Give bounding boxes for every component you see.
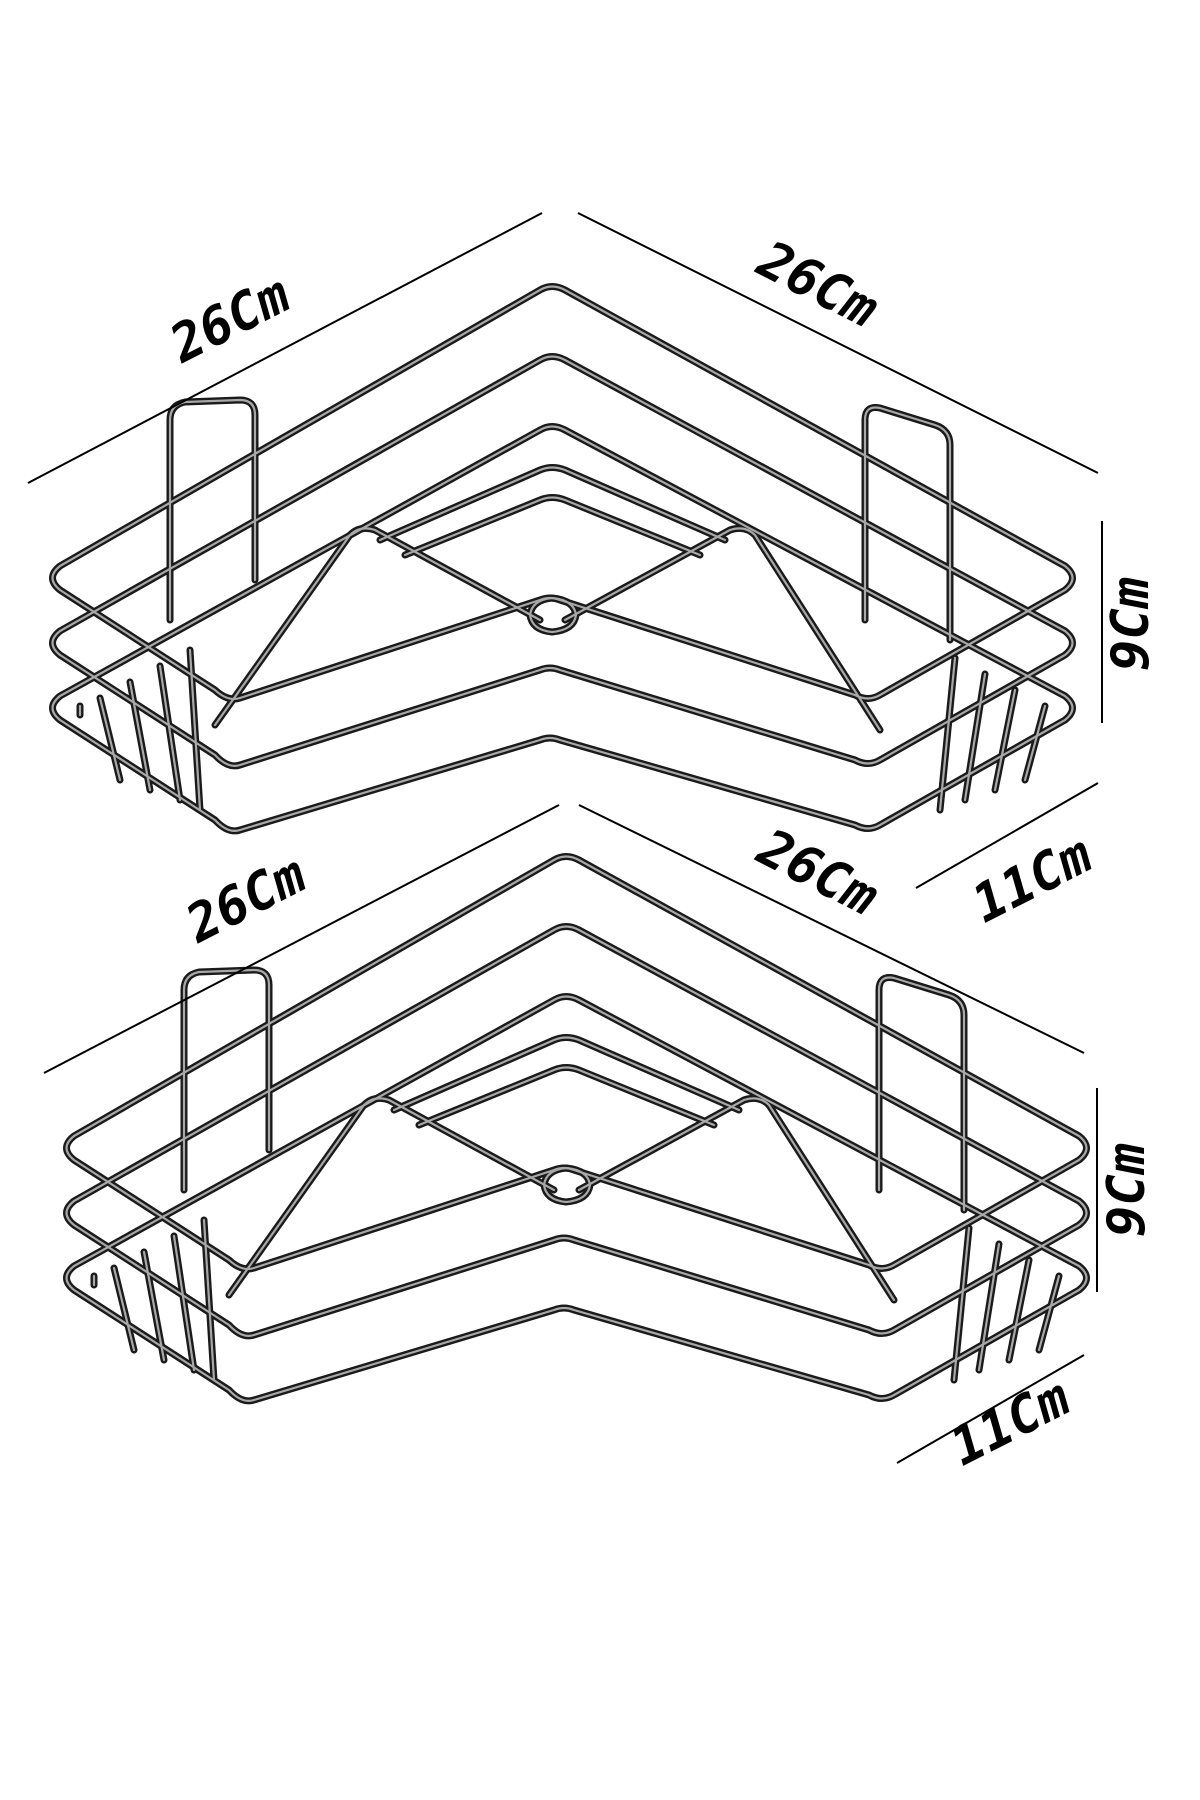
top-right-dimension-line	[577, 212, 1099, 474]
top-depth-dimension-line	[915, 782, 1099, 889]
top-left-dimension-line	[27, 212, 543, 484]
bottom-depth-dimension-line	[896, 1354, 1085, 1464]
top-right-dimension-label: 26Cm	[747, 229, 887, 340]
bottom-right-dimension-line	[578, 804, 1085, 1054]
top-left-dimension-label: 26Cm	[160, 265, 300, 376]
bottom-height-dimension-label: 9Cm	[1097, 1143, 1157, 1237]
bottom-right-dimension-label: 26Cm	[747, 817, 887, 928]
top-shelf: 26Cm 26Cm 9Cm 11Cm	[27, 212, 1161, 935]
bottom-left-dimension-label: 26Cm	[176, 845, 316, 956]
top-shelf-basket	[53, 287, 1073, 831]
top-height-dimension-label: 9Cm	[1101, 577, 1161, 671]
bottom-left-dimension-line	[43, 804, 560, 1074]
bottom-depth-dimension-label: 11Cm	[941, 1368, 1080, 1478]
top-depth-dimension-label: 11Cm	[963, 825, 1102, 935]
